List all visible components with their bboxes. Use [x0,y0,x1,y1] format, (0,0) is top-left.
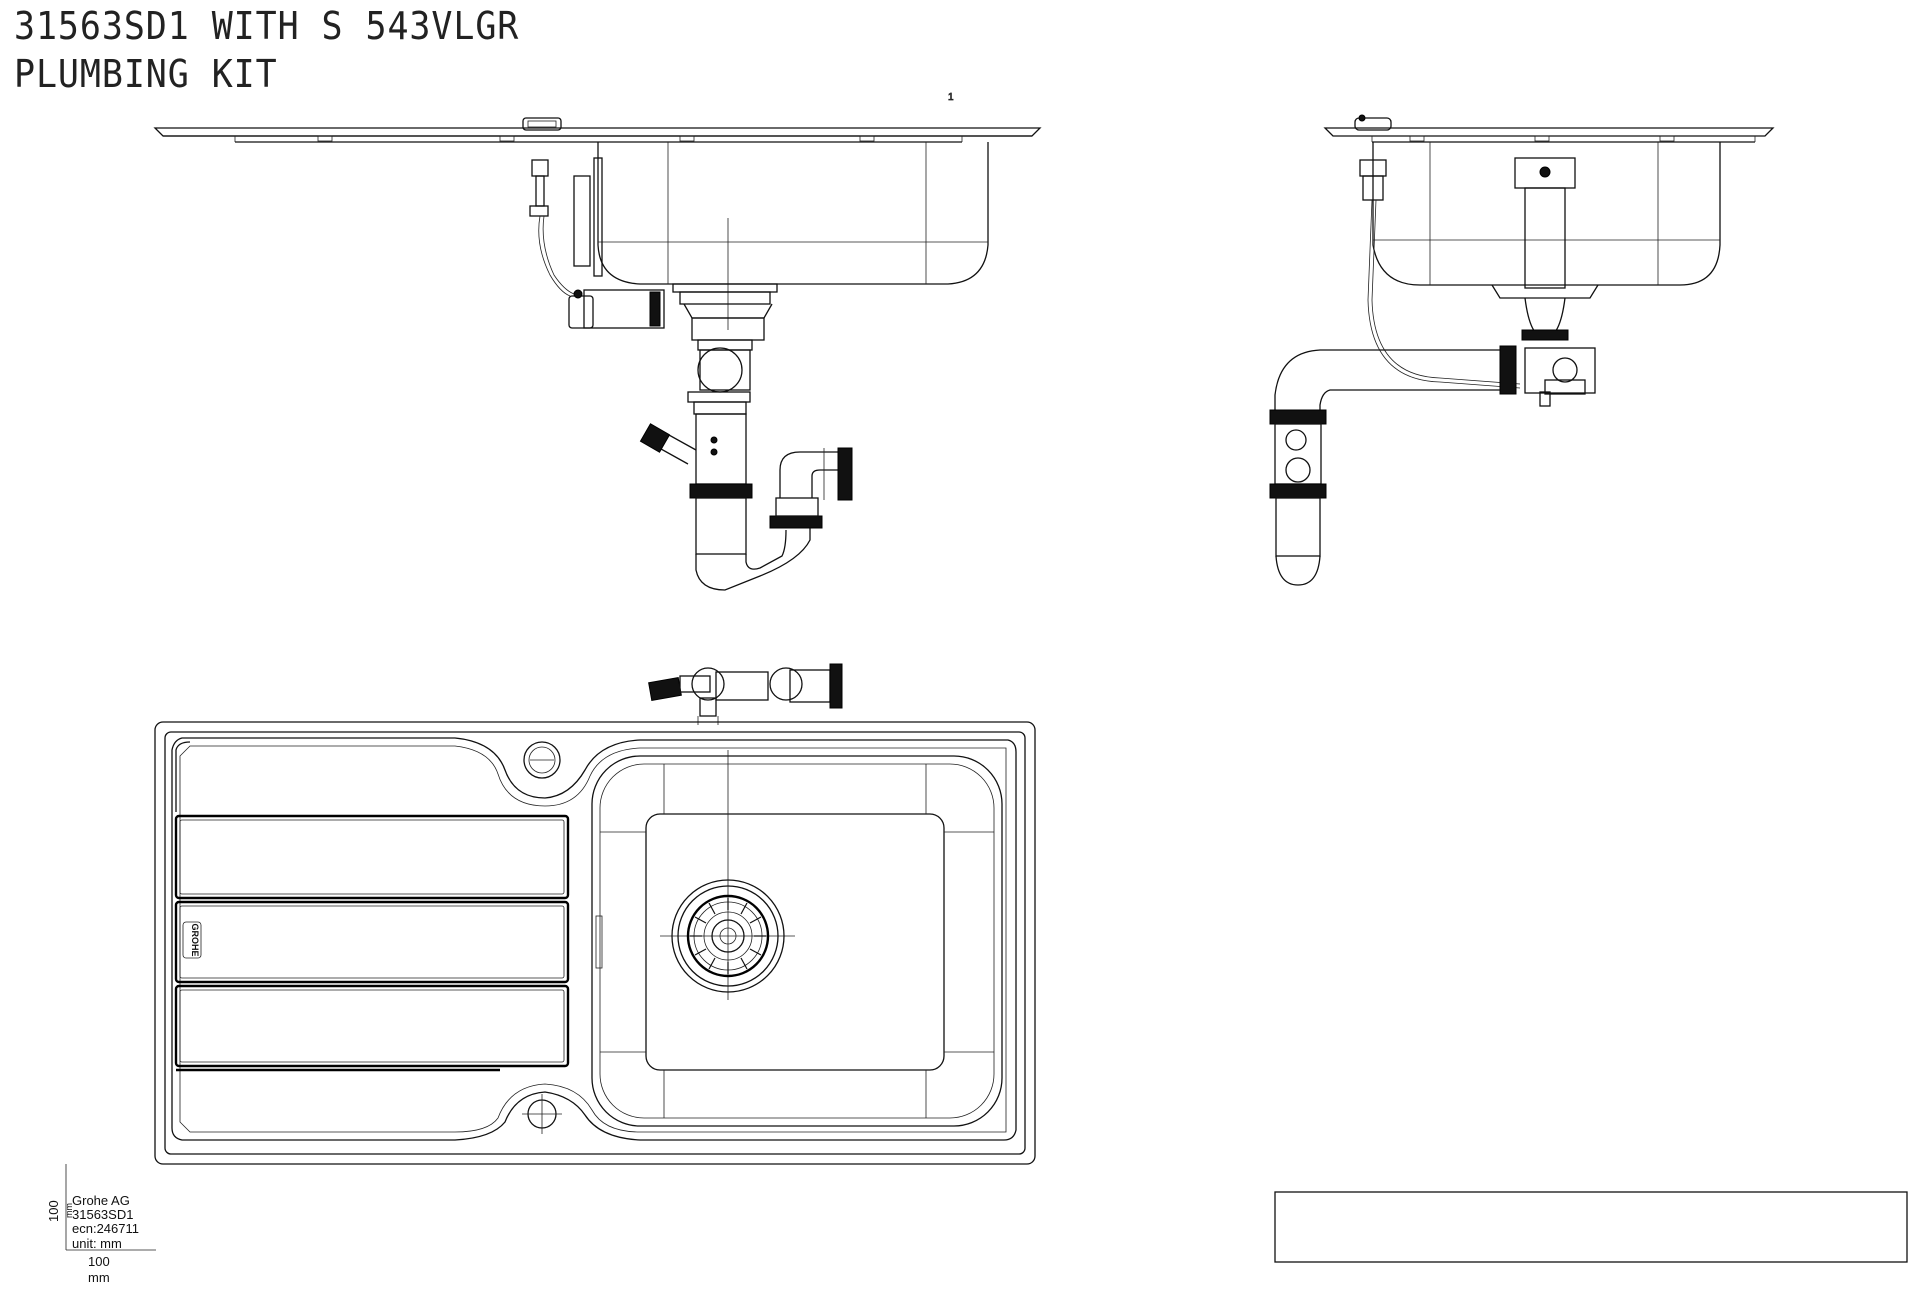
scale-unit: unit: mm [72,1236,122,1251]
scale-vertical-unit: mm [64,1203,74,1218]
title-box [1274,1191,1908,1263]
drawing-title-line2: PLUMBING KIT [14,52,278,96]
drawing-title-line1: 31563SD1 WITH S 543VLGR [14,4,520,48]
grohe-logo-text: GROHE [190,923,200,956]
scale-horizontal-label: 100 [88,1254,110,1269]
waste-kit-plan [648,663,843,725]
sink-bowl [591,755,1003,1127]
drainer-rib-3 [174,984,570,1068]
scale-part: 31563SD1 [72,1207,134,1222]
strainer [660,750,795,1000]
scale-horizontal-unit: mm [88,1270,110,1285]
scale-indicator [65,1164,156,1251]
scale-ecn: ecn:246711 [72,1221,139,1236]
grohe-logo: GROHE [182,921,202,959]
plan-view: GROHE [154,663,1036,1165]
scale-company: Grohe AG [72,1193,130,1208]
drainer-rib-2 [174,900,570,984]
view-mark: 1 [948,92,954,103]
scale-vertical-label: 100 [46,1200,61,1222]
front-elevation-view [153,117,1042,591]
drainer-rib-1 [174,814,570,900]
side-elevation-view [1269,114,1775,586]
